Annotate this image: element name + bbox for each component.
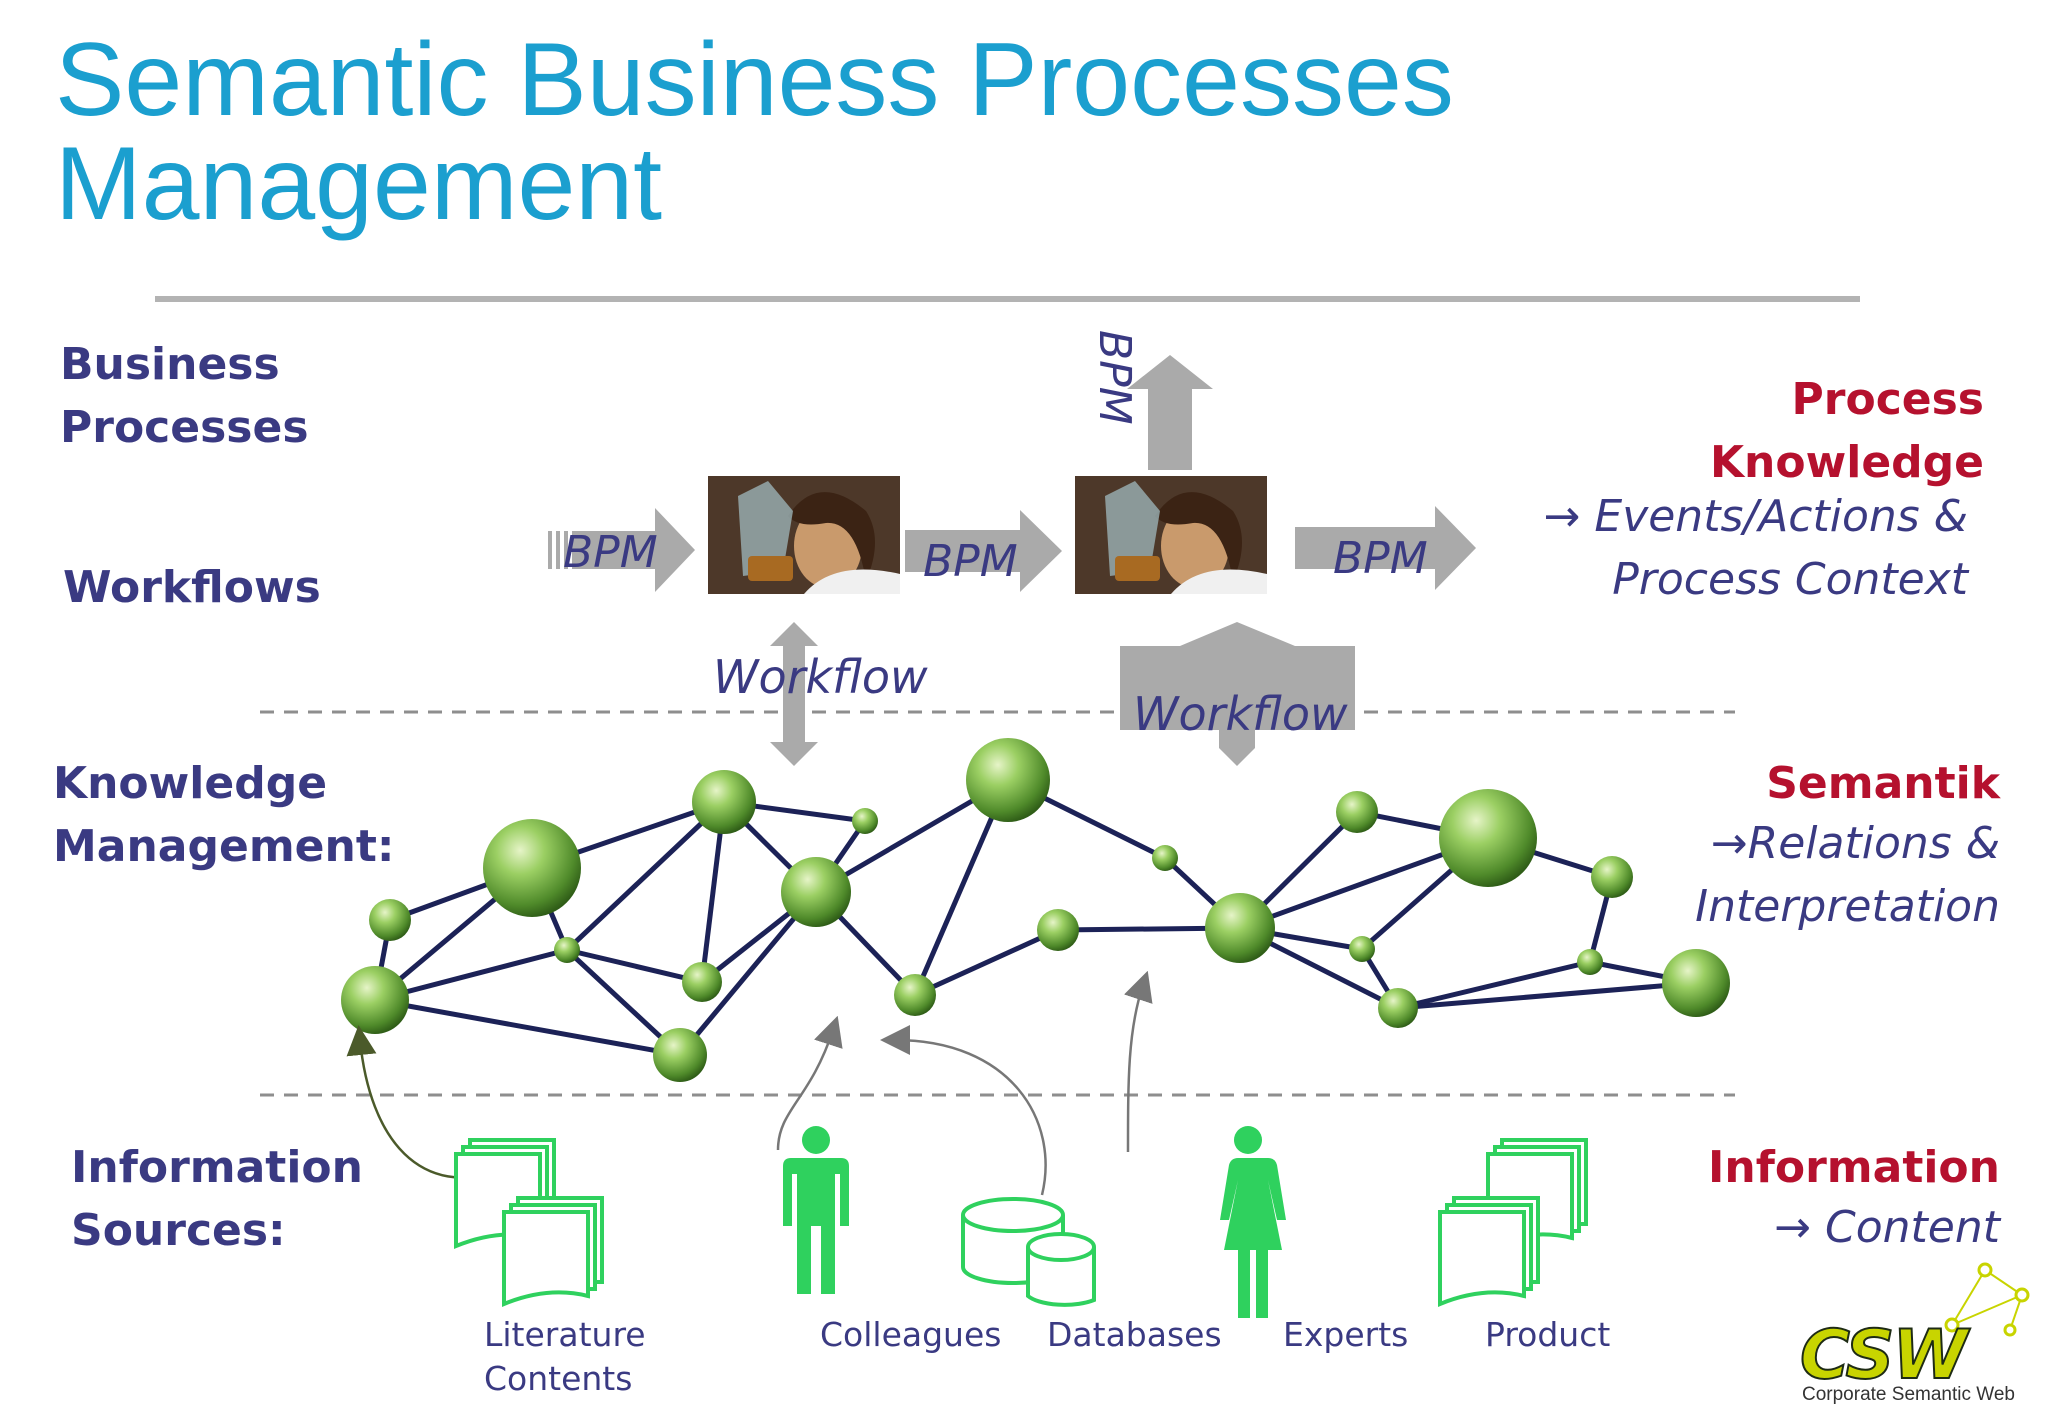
source-literature: Literature <box>484 1315 646 1354</box>
source-arrow-databases <box>880 1025 1047 1196</box>
source-label-colleagues: Colleagues <box>820 1315 1002 1354</box>
source-contents: Contents <box>484 1359 633 1398</box>
label-content: → Content <box>1774 1202 2000 1253</box>
label-process-detail: → Events/Actions & Process Context <box>1544 485 1968 611</box>
workflow-double-arrow-1 <box>770 622 818 766</box>
label-events-actions: → Events/Actions & <box>1543 491 1968 542</box>
label-semantik: Semantik <box>1766 758 2000 809</box>
label-knowledge: Knowledge <box>53 758 328 809</box>
bpm-arrow-2 <box>905 510 1062 592</box>
label-semantik-detail: →Relations & Interpretation <box>1695 812 2000 938</box>
label-information-left: Information <box>71 1142 363 1193</box>
bpm-label-1: BPM <box>563 527 658 578</box>
label-sources: Sources: <box>71 1205 286 1256</box>
scientist-photo-1 <box>708 476 900 594</box>
csw-logo-graphic <box>1944 1262 2030 1337</box>
label-process-knowledge: Process Knowledge <box>1710 368 1984 494</box>
workflow-double-arrow-2 <box>1120 622 1355 766</box>
bpm-label-up: BPM <box>1089 330 1140 425</box>
source-label-experts: Experts <box>1283 1315 1409 1354</box>
slide-title: Semantic Business Processes Management <box>55 28 1454 236</box>
document-stack-icon-product <box>1438 1138 1588 1307</box>
source-label-product: Product <box>1485 1315 1611 1354</box>
document-stack-icon-literature <box>454 1138 604 1307</box>
label-information-right: Information <box>1708 1142 2000 1193</box>
workflow-label-1: Workflow <box>713 650 928 704</box>
source-arrow-experts <box>1124 970 1153 1153</box>
bpm-arrow-3 <box>1295 506 1476 590</box>
person-icon-colleagues <box>783 1126 849 1294</box>
database-icon <box>961 1197 1096 1307</box>
csw-logo-caption: Corporate Semantic Web <box>1802 1384 2015 1405</box>
slide-title-line-2: Management <box>55 126 663 242</box>
bpm-arrows <box>548 355 1476 766</box>
label-interpretation: Interpretation <box>1695 881 2000 932</box>
label-knowledge-management: Knowledge Management: <box>53 752 394 878</box>
label-knowledge-right: Knowledge <box>1709 437 1984 488</box>
source-arrow-colleagues <box>776 1015 843 1151</box>
label-processes: Processes <box>60 402 309 453</box>
knowledge-network-nodes <box>341 738 1730 1082</box>
label-management: Management: <box>53 821 395 872</box>
label-business-processes: Business Processes <box>60 333 309 459</box>
csw-logo-mark: CSW <box>1799 1316 1968 1395</box>
source-label-databases: Databases <box>1047 1315 1222 1354</box>
slide-title-line-1: Semantic Business Processes <box>55 22 1454 138</box>
label-information-sources: Information Sources: <box>71 1136 363 1262</box>
scientist-photo-2 <box>1075 476 1267 594</box>
label-process-context: Process Context <box>1612 554 1968 605</box>
workflow-label-2: Workflow <box>1133 687 1348 741</box>
bpm-label-2: BPM <box>923 536 1018 587</box>
bpm-label-3: BPM <box>1333 533 1428 584</box>
label-workflows: Workflows <box>63 562 321 613</box>
bpm-arrow-up <box>1127 355 1213 470</box>
person-icon-experts <box>1220 1126 1286 1318</box>
label-relations: →Relations & <box>1710 818 2000 869</box>
bpm-arrow-1 <box>572 508 695 592</box>
label-process: Process <box>1791 374 1984 425</box>
label-business: Business <box>60 339 280 390</box>
knowledge-network-edges <box>372 777 1697 1058</box>
source-label-literature: Literature Contents <box>484 1313 646 1401</box>
